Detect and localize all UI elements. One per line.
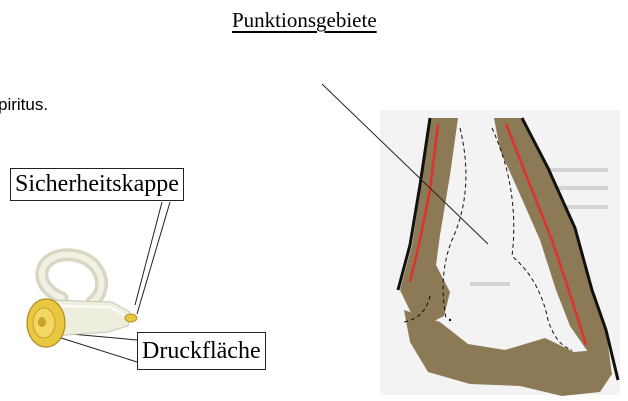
puncture-marker-dot xyxy=(449,319,451,321)
